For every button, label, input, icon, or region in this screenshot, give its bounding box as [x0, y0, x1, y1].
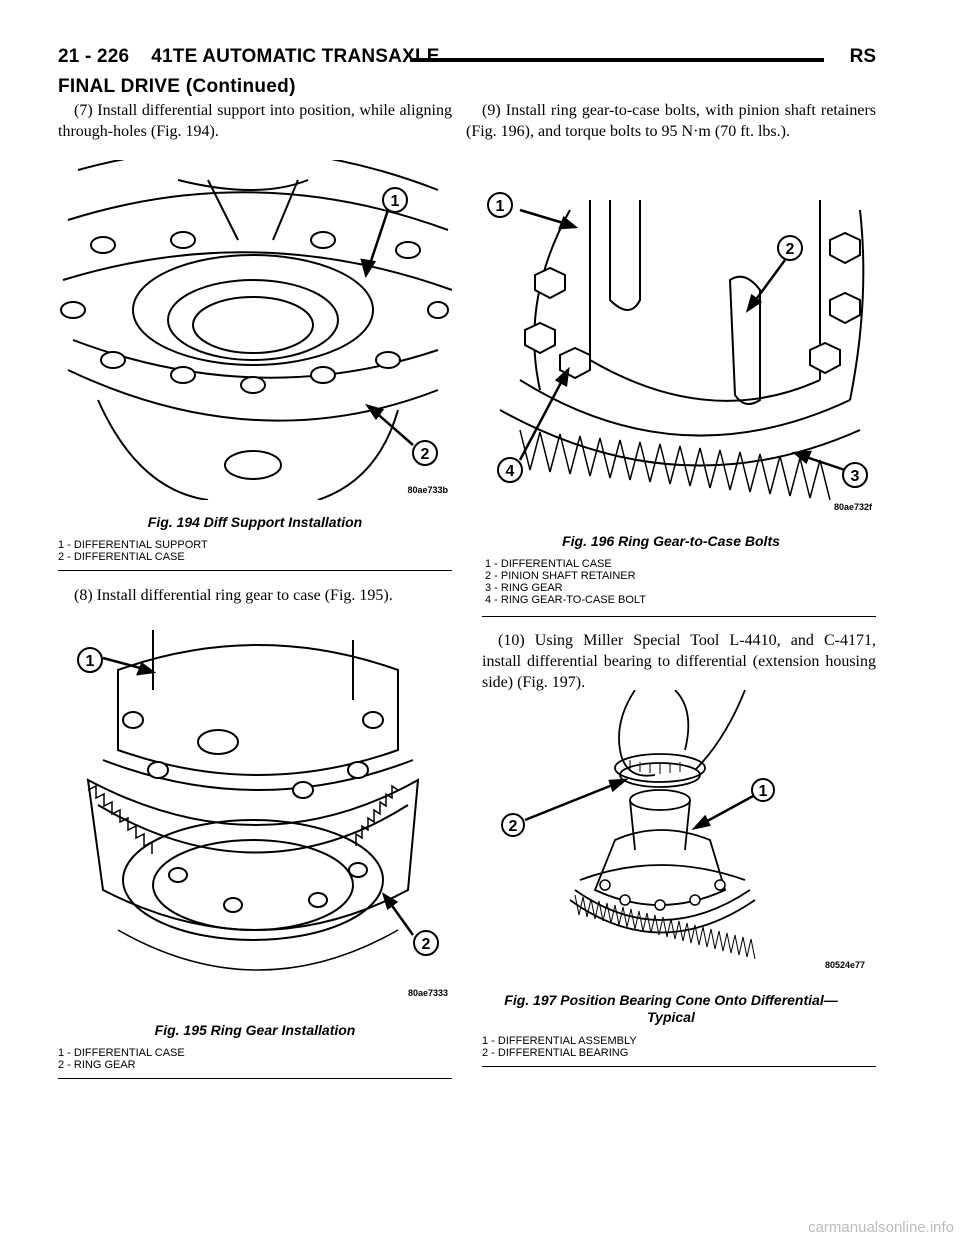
fig196-caption: Fig. 196 Ring Gear-to-Case Bolts — [562, 533, 780, 549]
fig194-rule — [58, 570, 452, 571]
figure-196-ring-gear-bolts: 1 2 3 4 80ae732f — [480, 180, 876, 520]
fig195-rule — [58, 1078, 452, 1079]
watermark: carmanualsonline.info — [808, 1219, 954, 1236]
fig194-caption: Fig. 194 Diff Support Installation — [147, 514, 363, 530]
header-manual-code: RS — [849, 46, 876, 67]
fig194-legend: 1 - DIFFERENTIAL SUPPORT 2 - DIFFERENTIA… — [58, 539, 208, 563]
step-8: (8) Install differential ring gear to ca… — [58, 585, 452, 606]
fig196-rule — [482, 616, 876, 617]
fig194-callout-2: 2 — [421, 446, 430, 463]
step-8-text: (8) Install differential ring gear to ca… — [74, 587, 393, 604]
fig195-code: 80ae7333 — [407, 988, 448, 998]
header-rule — [410, 58, 824, 62]
fig197-callout-1: 1 — [759, 783, 768, 800]
fig197-legend-item-2: 2 - DIFFERENTIAL BEARING — [482, 1047, 629, 1059]
header-section-label: 21 - 226 41TE AUTOMATIC TRANSAXLE — [58, 46, 440, 67]
fig195-legend-item-2: 2 - RING GEAR — [58, 1059, 136, 1071]
figure-194-illustration: 1 2 — [60, 160, 452, 500]
fig196-legend-item-2: 2 - PINION SHAFT RETAINER — [485, 570, 636, 582]
step-9: (9) Install ring gear-to-case bolts, wit… — [466, 100, 876, 142]
fig197-legend: 1 - DIFFERENTIAL ASSEMBLY 2 - DIFFERENTI… — [482, 1035, 637, 1059]
page-header: 21 - 226 41TE AUTOMATIC TRANSAXLE RS — [58, 44, 876, 74]
fig197-caption-line-1: Fig. 197 Position Bearing Cone Onto Diff… — [504, 992, 838, 1008]
fig195-callout-2: 2 — [422, 936, 431, 953]
fig197-callout-2: 2 — [509, 818, 518, 835]
fig197-legend-item-1: 1 - DIFFERENTIAL ASSEMBLY — [482, 1035, 637, 1047]
fig197-caption-line-2: Typical — [647, 1009, 695, 1025]
step-9-text: (9) Install ring gear-to-case bolts, wit… — [466, 102, 876, 140]
fig195-callout-1: 1 — [86, 653, 95, 670]
fig197-code: 80524e77 — [824, 960, 865, 970]
fig196-code: 80ae732f — [833, 502, 872, 512]
fig195-legend-item-1: 1 - DIFFERENTIAL CASE — [58, 1047, 185, 1059]
figure-196-illustration: 1 2 3 4 — [487, 192, 868, 501]
step-10: (10) Using Miller Special Tool L-4410, a… — [482, 630, 876, 693]
figure-197-bearing-cone: 1 2 80524e77 — [495, 690, 875, 975]
fig196-callout-4: 4 — [506, 463, 515, 480]
fig194-legend-item-2: 2 - DIFFERENTIAL CASE — [58, 551, 185, 563]
figure-195-illustration: 1 2 — [77, 630, 439, 971]
step-7: (7) Install differential support into po… — [58, 100, 452, 142]
fig196-callout-2: 2 — [786, 241, 795, 258]
fig196-legend-item-4: 4 - RING GEAR-TO-CASE BOLT — [485, 594, 646, 606]
fig196-legend-item-1: 1 - DIFFERENTIAL CASE — [485, 558, 612, 570]
figure-197-illustration: 1 2 — [501, 690, 775, 960]
fig194-code: 80ae733b — [407, 485, 448, 495]
fig196-legend: 1 - DIFFERENTIAL CASE 2 - PINION SHAFT R… — [485, 558, 646, 606]
fig194-callout-1: 1 — [391, 193, 400, 210]
fig196-callout-3: 3 — [851, 468, 860, 485]
fig196-callout-1: 1 — [496, 198, 505, 215]
fig195-legend: 1 - DIFFERENTIAL CASE 2 - RING GEAR — [58, 1047, 185, 1071]
figure-194-diff-support: 1 2 80ae733b — [58, 160, 452, 500]
fig197-rule — [482, 1066, 876, 1067]
step-7-text: (7) Install differential support into po… — [58, 102, 452, 140]
fig195-caption: Fig. 195 Ring Gear Installation — [154, 1022, 356, 1038]
fig194-legend-item-1: 1 - DIFFERENTIAL SUPPORT — [58, 539, 208, 551]
step-10-text: (10) Using Miller Special Tool L-4410, a… — [482, 632, 876, 691]
fig196-legend-item-3: 3 - RING GEAR — [485, 582, 563, 594]
fig197-caption: Fig. 197 Position Bearing Cone Onto Diff… — [466, 992, 876, 1026]
section-title: FINAL DRIVE (Continued) — [58, 76, 296, 97]
figure-195-ring-gear: 1 2 80ae7333 — [58, 630, 452, 1002]
